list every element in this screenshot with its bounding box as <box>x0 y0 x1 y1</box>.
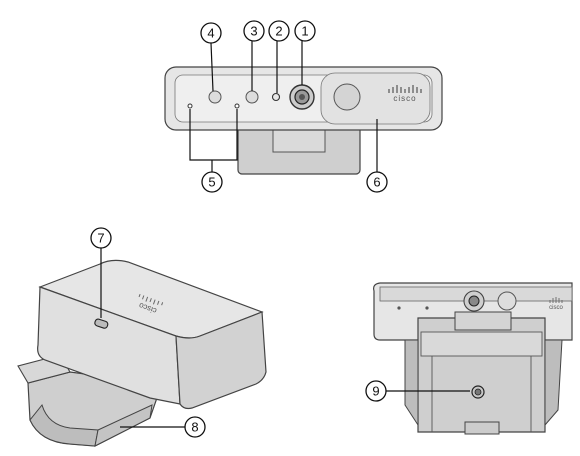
callout-4: 4 <box>200 22 222 44</box>
front-view: cisco 1 2 3 4 5 6 <box>164 20 443 193</box>
front-logo: cisco <box>388 85 422 103</box>
svg-text:1: 1 <box>301 24 308 39</box>
front-logo-text: cisco <box>393 94 416 103</box>
lead-5-bracket <box>189 109 238 161</box>
tripod-mount-inner-icon <box>474 388 482 396</box>
svg-text:4: 4 <box>207 26 214 41</box>
svg-text:3: 3 <box>250 24 257 39</box>
sensor-left-icon <box>208 90 222 104</box>
back-logo-text: cisco <box>549 305 563 311</box>
callout-1: 1 <box>294 20 316 42</box>
speaker-circle <box>333 83 361 111</box>
isometric-view: cisco 7 8 <box>17 227 267 447</box>
lens-center-icon <box>299 94 305 100</box>
back-lens-inner-icon <box>468 295 480 307</box>
microphone-right-icon <box>234 103 240 109</box>
callout-8: 8 <box>184 416 206 438</box>
svg-text:7: 7 <box>97 231 104 246</box>
callout-7: 7 <box>90 227 112 249</box>
back-mic-right-icon <box>425 306 429 310</box>
back-mount-foot <box>464 421 500 435</box>
back-mount-right <box>544 339 563 427</box>
svg-text:8: 8 <box>191 420 198 435</box>
svg-text:6: 6 <box>373 175 380 190</box>
callout-9: 9 <box>365 380 387 402</box>
back-mount-clip <box>454 311 512 331</box>
usb-c-port-icon <box>94 318 109 329</box>
lead-4 <box>210 42 214 92</box>
iso-body-side <box>175 311 267 410</box>
back-mic-left-icon <box>397 306 401 310</box>
callout-6: 6 <box>366 171 388 193</box>
callout-3: 3 <box>243 20 265 42</box>
sensor-right-icon <box>245 90 259 104</box>
indicator-light-icon <box>271 92 281 102</box>
iso-body-front <box>37 286 181 405</box>
svg-text:2: 2 <box>275 24 282 39</box>
back-mount-left <box>404 339 419 427</box>
back-view: cisco 9 <box>365 282 573 435</box>
back-logo: cisco <box>549 297 563 311</box>
svg-text:9: 9 <box>372 384 379 399</box>
callout-5: 5 <box>201 171 223 193</box>
svg-text:5: 5 <box>208 175 215 190</box>
microphone-left-icon <box>187 103 193 109</box>
callout-2: 2 <box>268 20 290 42</box>
back-mount-band <box>420 331 543 357</box>
back-speaker-icon <box>497 291 517 311</box>
